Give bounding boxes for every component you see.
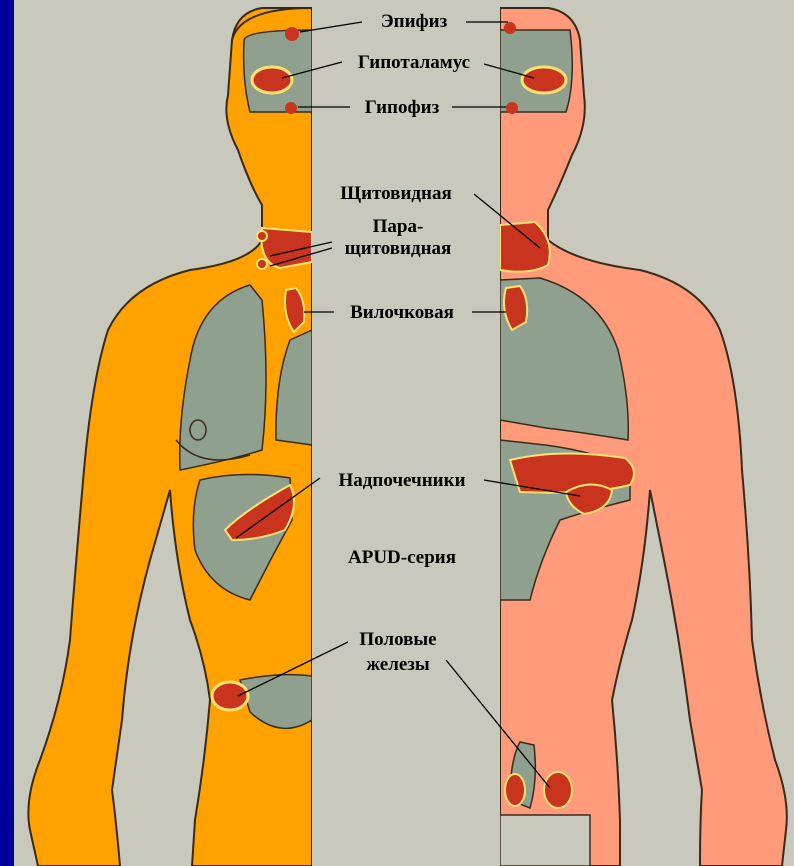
- testis-right: [544, 772, 572, 808]
- center-strip: [312, 0, 500, 866]
- hypophysis-gland-left: [285, 102, 297, 114]
- label-hypophysis: Гипофиз: [365, 97, 440, 118]
- label-gonads-line1: Половые: [359, 629, 436, 650]
- label-gonads-line2: железы: [366, 654, 430, 675]
- thymus-gland-right: [504, 286, 527, 330]
- label-adrenals: Надпочечники: [338, 470, 465, 491]
- epiphysis-gland-left: [285, 27, 299, 41]
- hypothalamus-gland-right: [522, 67, 566, 93]
- label-epiphysis: Эпифиз: [381, 11, 448, 32]
- label-parathyroid-line2: щитовидная: [345, 238, 452, 259]
- label-parathyroid-line1: Пара-: [373, 216, 424, 237]
- thyroid-gland-right: [500, 222, 550, 272]
- hypothalamus-gland-left: [252, 67, 292, 93]
- epiphysis-gland-right: [504, 22, 516, 34]
- label-thyroid: Щитовидная: [340, 183, 451, 204]
- label-apud: APUD-серия: [348, 547, 456, 568]
- label-thymus: Вилочковая: [350, 302, 454, 323]
- testis-left: [505, 774, 525, 806]
- ovary-left: [212, 682, 248, 710]
- hypophysis-gland-right: [506, 102, 518, 114]
- label-hypothalamus: Гипоталамус: [358, 52, 470, 73]
